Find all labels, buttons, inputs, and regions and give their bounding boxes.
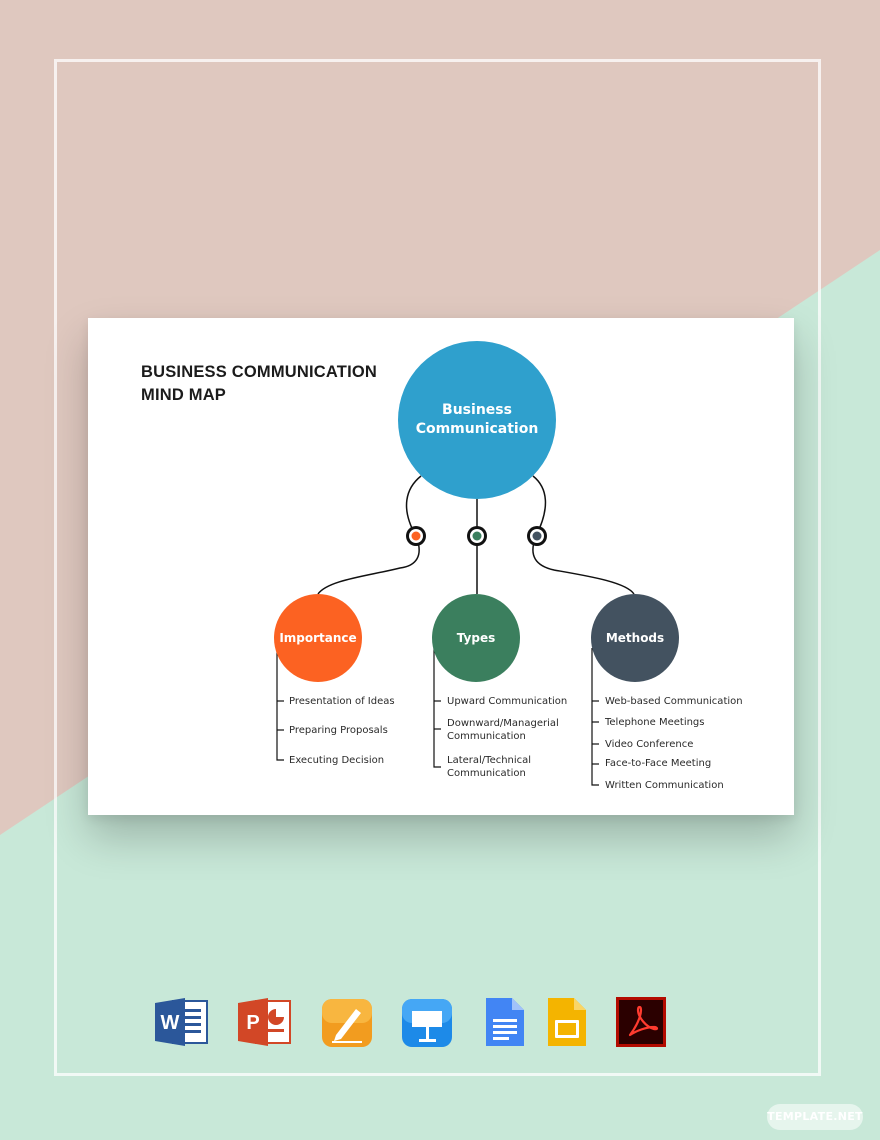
- central-node-line-1: Business: [442, 402, 512, 418]
- list-item: Lateral/Technical: [447, 755, 532, 766]
- node-marker-methods: [527, 526, 547, 546]
- title-line-1: BUSINESS COMMUNICATION: [141, 363, 378, 381]
- word-icon-letter: W: [161, 1012, 180, 1034]
- keynote-icon[interactable]: [400, 995, 454, 1049]
- list-item: Presentation of Ideas: [289, 696, 395, 707]
- list-item: Executing Decision: [289, 755, 385, 766]
- central-node: Business Communication: [398, 341, 556, 499]
- bracket-importance: [276, 648, 284, 761]
- connector-methods: [532, 475, 635, 595]
- list-item: Web-based Communication: [605, 696, 743, 707]
- branch-label-methods: Methods: [605, 631, 665, 645]
- branch-node-types: Types: [432, 594, 520, 682]
- powerpoint-icon[interactable]: P: [238, 995, 292, 1049]
- bracket-methods: [591, 648, 599, 786]
- list-item: Telephone Meetings: [605, 717, 705, 728]
- list-item: Face-to-Face Meeting: [605, 758, 712, 769]
- list-item: Preparing Proposals: [289, 725, 388, 736]
- list-item: Communication: [447, 731, 526, 742]
- title-line-2: MIND MAP: [141, 386, 227, 404]
- bracket-types: [433, 648, 441, 768]
- google-slides-icon[interactable]: [540, 995, 594, 1049]
- list-item: Upward Communication: [447, 696, 568, 707]
- preview-frame: [54, 59, 821, 1076]
- node-marker-types: [467, 526, 487, 546]
- google-docs-icon[interactable]: [478, 995, 532, 1049]
- branch-node-importance: Importance: [274, 594, 362, 682]
- mind-map-connectors: [276, 475, 635, 786]
- list-item: Communication: [447, 768, 526, 779]
- pages-icon[interactable]: [320, 995, 374, 1049]
- powerpoint-icon-letter: P: [246, 1012, 259, 1034]
- acrobat-pdf-icon[interactable]: [614, 995, 668, 1049]
- node-marker-importance: [406, 526, 426, 546]
- branch-node-methods: Methods: [591, 594, 679, 682]
- branch-label-types: Types: [456, 631, 496, 645]
- mind-map-title: BUSINESS COMMUNICATION MIND MAP: [141, 361, 401, 407]
- mind-map-card: BUSINESS COMMUNICATION MIND MAP Business…: [88, 318, 794, 815]
- list-item: Downward/Managerial: [447, 718, 559, 729]
- branch-label-importance: Importance: [279, 631, 357, 645]
- list-item: Video Conference: [605, 739, 694, 750]
- connector-importance: [317, 475, 422, 595]
- list-item: Written Communication: [605, 780, 724, 791]
- format-icons: W P: [0, 995, 880, 1053]
- central-node-line-2: Communication: [415, 421, 539, 437]
- word-icon[interactable]: W: [155, 995, 209, 1049]
- template-net-badge[interactable]: TEMPLATE.NET: [767, 1104, 863, 1130]
